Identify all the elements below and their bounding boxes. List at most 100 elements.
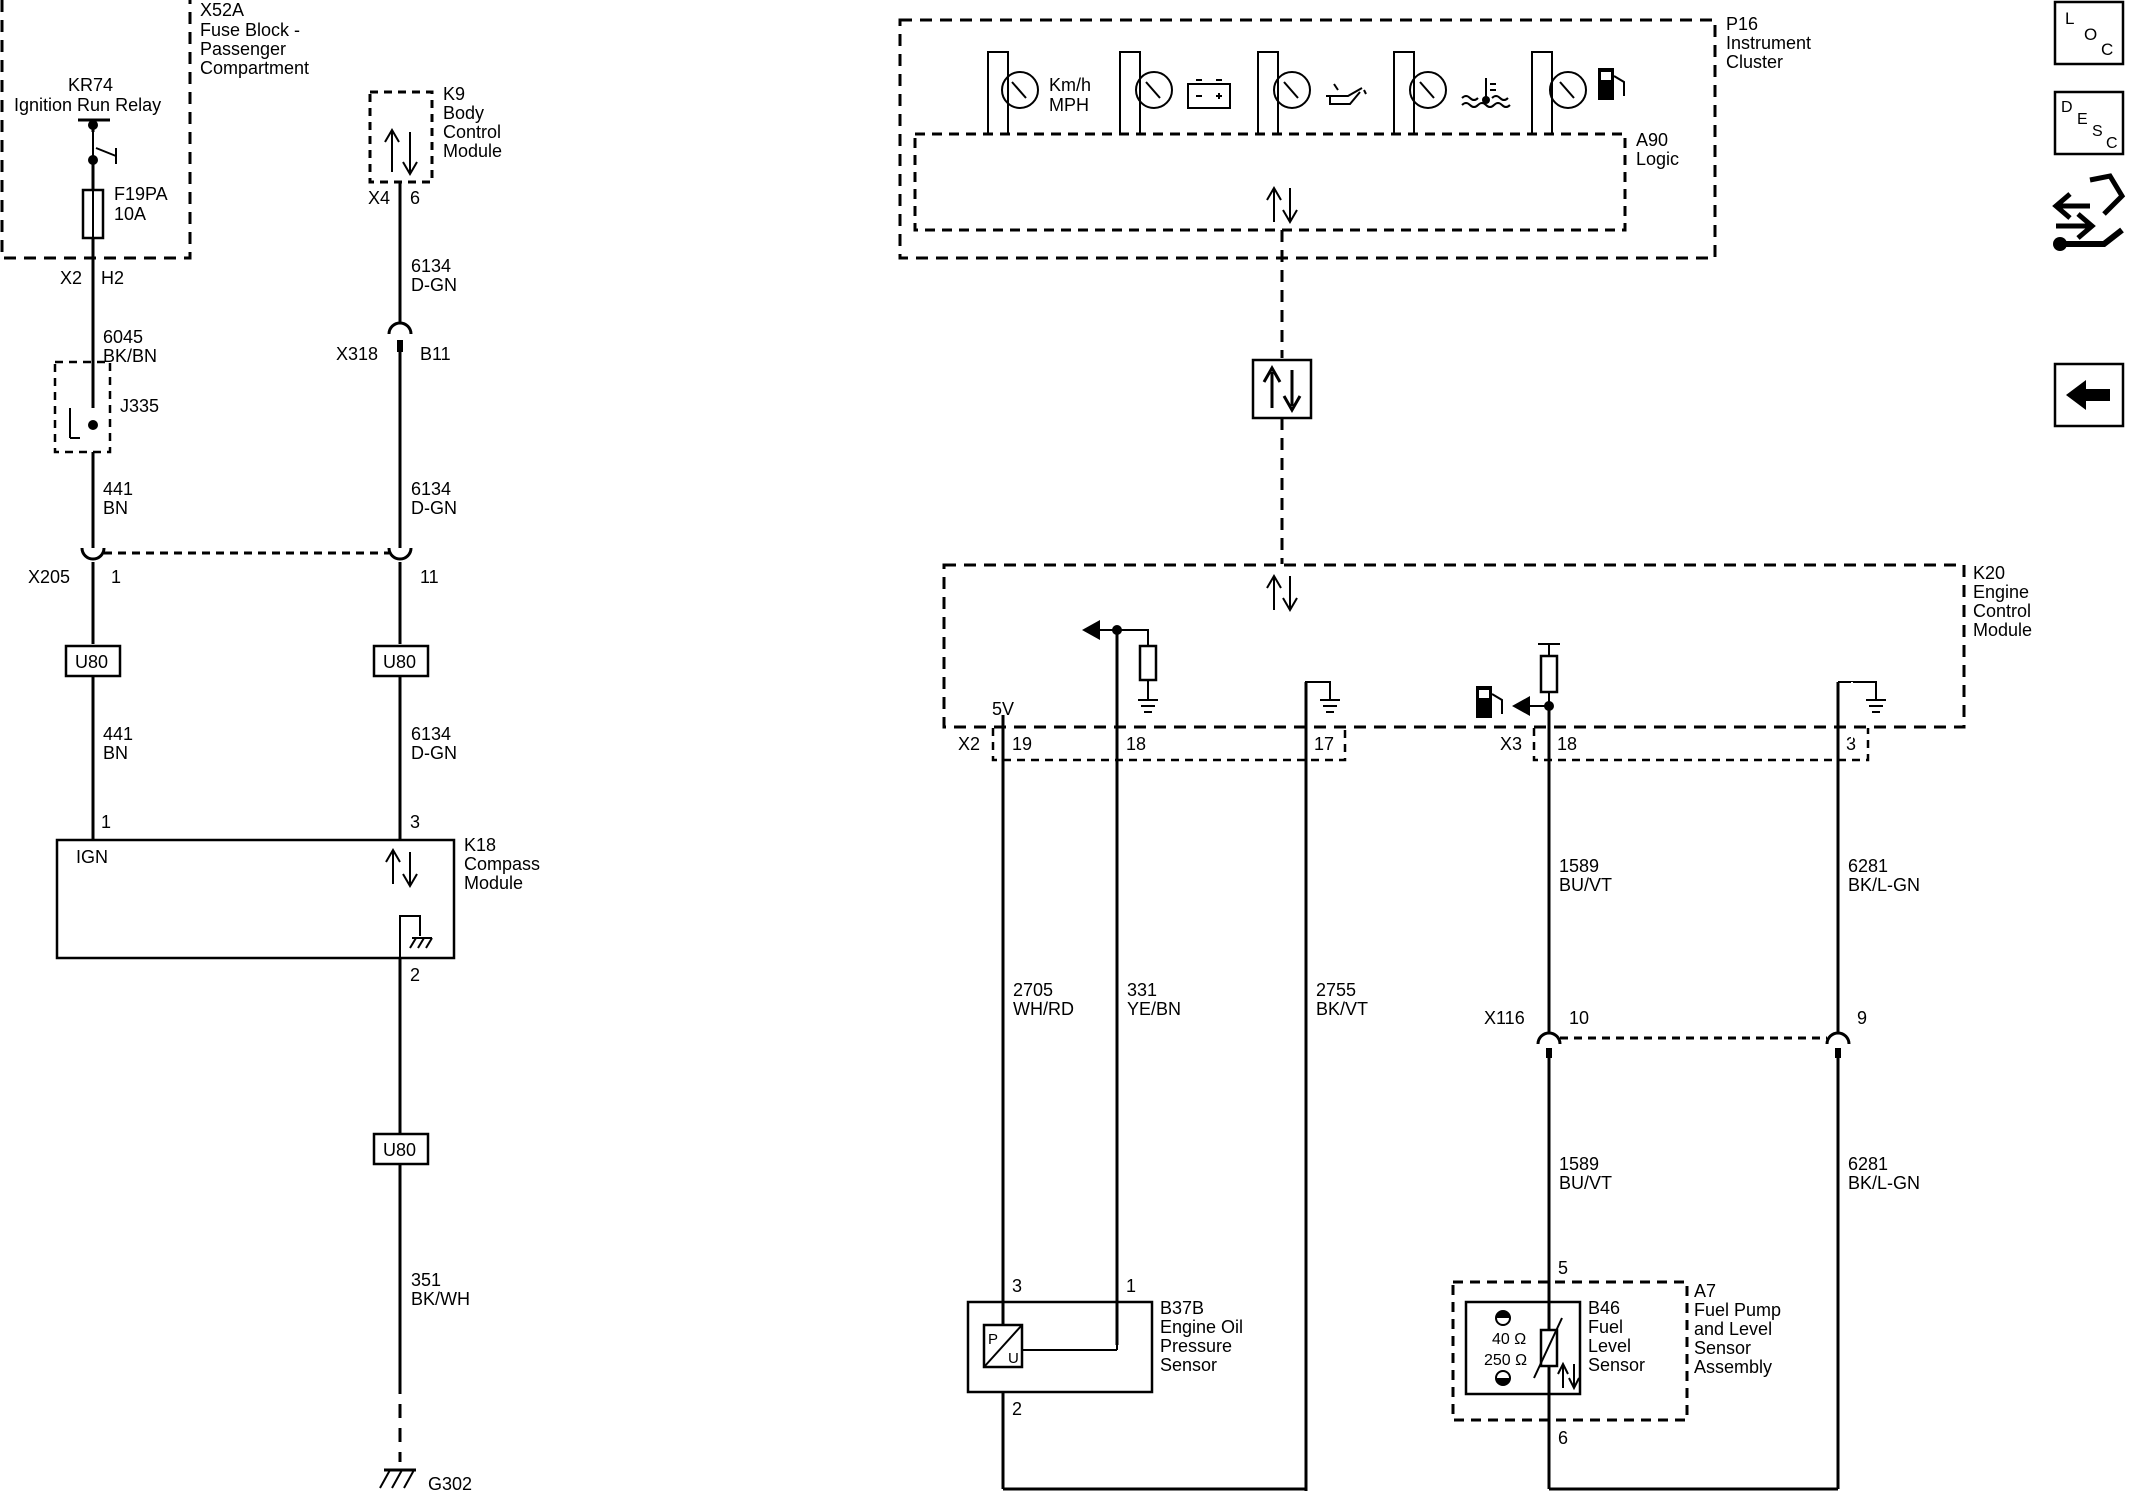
wire-351-color: BK/WH xyxy=(411,1289,470,1309)
desc-letter-s: S xyxy=(2092,123,2103,140)
cluster-logic-a90[interactable]: A90 Logic xyxy=(913,130,1679,232)
ecm-x3-id: X3 xyxy=(1500,734,1522,754)
ecm-name-1: Engine xyxy=(1973,582,2029,602)
x2-pin-h2: H2 xyxy=(101,268,124,288)
logic-name: Logic xyxy=(1636,149,1679,169)
x205-id: X205 xyxy=(28,567,70,587)
gauge-voltmeter[interactable] xyxy=(1119,51,1231,134)
x205-pin-11: 11 xyxy=(420,567,439,587)
fuel-level-sensor-b46[interactable]: 40 Ω 250 Ω B46 Fuel Level Sensor xyxy=(1464,1298,1645,1420)
wire-1589-circuit-a: 1589 xyxy=(1559,856,1599,876)
x318-id: X318 xyxy=(336,344,378,364)
gauge-fuel[interactable] xyxy=(1531,51,1625,134)
ecm-connector-x3[interactable]: X3 18 3 xyxy=(1500,728,1870,762)
oil-sensor-id: B37B xyxy=(1160,1298,1204,1318)
body-control-module-k9[interactable]: K9 Body Control Module xyxy=(368,84,502,184)
wire-2705-circuit: 2705 xyxy=(1013,980,1053,1000)
wire-1589-circuit-b: 1589 xyxy=(1559,1154,1599,1174)
x318-pin-b11: B11 xyxy=(420,344,451,364)
gauge-speedometer[interactable]: Km/h MPH xyxy=(987,51,1091,134)
oil-sensor-letter-p: P xyxy=(988,1331,998,1348)
oil-sensor-pin-2: 2 xyxy=(1012,1399,1022,1419)
speedometer-label-mph: MPH xyxy=(1049,95,1089,115)
inline-connector-x318[interactable]: X318 B11 xyxy=(336,321,451,364)
ecm-x3-pin-18: 18 xyxy=(1557,734,1577,754)
loc-letter-o: O xyxy=(2084,25,2097,44)
compass-name-2: Module xyxy=(464,873,523,893)
bcm-name-2: Control xyxy=(443,122,501,142)
compass-module-k18[interactable]: IGN K18 Compass Module xyxy=(55,835,540,960)
wire-6281-color-a: BK/L-GN xyxy=(1848,875,1920,895)
wire-441-color-b: BN xyxy=(103,743,128,763)
serial-data-gateway xyxy=(1251,358,1313,420)
connector-end-view-button[interactable] xyxy=(2052,173,2126,251)
wire-441-circuit-a: 441 xyxy=(103,479,133,499)
ecm-5v-label: 5V xyxy=(992,699,1014,719)
gauge-oil-pressure[interactable] xyxy=(1257,51,1367,134)
fuel-assy-name-2: and Level xyxy=(1694,1319,1772,1339)
logic-id: A90 xyxy=(1636,130,1668,150)
splice-id: J335 xyxy=(120,396,159,416)
u80-label-a: U80 xyxy=(75,652,108,672)
x4-pin-6: 6 xyxy=(410,188,420,208)
wire-6045-color: BK/BN xyxy=(103,346,157,366)
compass-pin-2: 2 xyxy=(410,965,420,985)
wire-441-circuit-b: 441 xyxy=(103,724,133,744)
ecm-x2-id: X2 xyxy=(958,734,980,754)
compass-ign-label: IGN xyxy=(76,847,108,867)
engine-oil-pressure-sensor-b37b[interactable]: P U B37B Engine Oil Pressure Sensor xyxy=(966,1298,1243,1394)
cluster-name-2: Cluster xyxy=(1726,52,1783,72)
oil-sensor-pin-3: 3 xyxy=(1012,1276,1022,1296)
x116-pin-9: 9 xyxy=(1857,1008,1867,1028)
fuel-pump-level-assembly-a7[interactable]: A7 Fuel Pump and Level Sensor Assembly xyxy=(1451,1280,1781,1422)
fuse-block-x52a[interactable]: X52A Fuse Block - Passenger Compartment xyxy=(0,0,309,260)
wire-2755-color: BK/VT xyxy=(1316,999,1368,1019)
loc-button[interactable]: L O C xyxy=(2053,0,2125,66)
desc-letter-e: E xyxy=(2077,111,2088,128)
fuel-sensor-name-2: Level xyxy=(1588,1336,1631,1356)
ecm-name-2: Control xyxy=(1973,601,2031,621)
ignition-run-relay[interactable]: KR74 Ignition Run Relay xyxy=(14,75,161,165)
back-arrow-icon xyxy=(2066,380,2110,410)
compass-name-1: Compass xyxy=(464,854,540,874)
connector-end-view-icon xyxy=(2052,173,2126,251)
wire-6134-color-a: D-GN xyxy=(411,275,457,295)
loc-letter-l: L xyxy=(2065,9,2074,28)
fuel-assy-name-1: Fuel Pump xyxy=(1694,1300,1781,1320)
gauge-coolant-temp[interactable] xyxy=(1393,51,1511,134)
back-button[interactable] xyxy=(2053,362,2125,428)
fuel-sensor-ohm-empty: 250 Ω xyxy=(1484,1352,1527,1369)
inline-connector-x205[interactable]: X205 1 11 xyxy=(28,547,439,587)
splice-j335[interactable]: J335 xyxy=(53,360,159,454)
fuel-sensor-pin-6: 6 xyxy=(1558,1428,1568,1448)
fuel-level-reference xyxy=(1476,639,1886,740)
x205-pin-1: 1 xyxy=(111,567,121,587)
fuel-sensor-ohm-full: 40 Ω xyxy=(1492,1331,1526,1348)
fuse-block-name-3: Compartment xyxy=(200,58,309,78)
inline-connector-x116[interactable]: X116 10 9 xyxy=(1484,1008,1867,1058)
wire-1589-color-b: BU/VT xyxy=(1559,1173,1612,1193)
fuel-sensor-name-1: Fuel xyxy=(1588,1317,1623,1337)
coolant-temp-icon xyxy=(1461,78,1511,108)
serial-data-badge-u80-b: U80 xyxy=(372,644,430,678)
fuse-rating: 10A xyxy=(114,204,146,224)
loc-letter-c: C xyxy=(2101,40,2113,59)
wire-6281-color-b: BK/L-GN xyxy=(1848,1173,1920,1193)
relay-id: KR74 xyxy=(68,75,113,95)
fuel-pump-icon xyxy=(1598,68,1625,100)
wire-6045-circuit: 6045 xyxy=(103,327,143,347)
x4-connector-id: X4 xyxy=(368,188,390,208)
fuel-sensor-pin-5: 5 xyxy=(1558,1258,1568,1278)
wire-6134-circuit-a: 6134 xyxy=(411,256,451,276)
wire-6134-circuit-b: 6134 xyxy=(411,479,451,499)
wire-6134-color-c: D-GN xyxy=(411,743,457,763)
instrument-cluster-p16[interactable]: P16 Instrument Cluster xyxy=(898,14,1811,260)
battery-icon xyxy=(1187,79,1231,109)
oil-sensor-pin-1: 1 xyxy=(1126,1276,1136,1296)
fuse-block-id: X52A xyxy=(200,0,244,20)
fuse-f19pa[interactable]: F19PA 10A xyxy=(81,160,168,240)
desc-button[interactable]: D E S C xyxy=(2053,90,2125,156)
ecm-connector-x2[interactable]: X2 19 18 17 xyxy=(958,728,1347,762)
serial-data-badge-u80-a: U80 xyxy=(64,644,122,678)
